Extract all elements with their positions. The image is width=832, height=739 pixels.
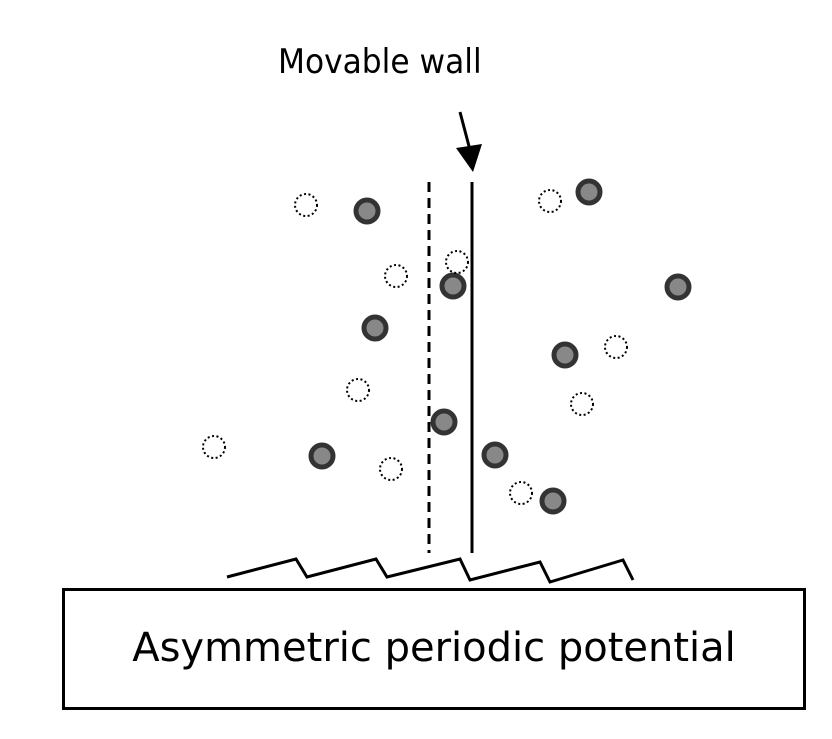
potential-label: Asymmetric periodic potential	[132, 625, 736, 671]
filled-particle	[361, 314, 389, 342]
hollow-particle	[202, 435, 226, 459]
hollow-particle	[604, 335, 628, 359]
movable-wall-label: Movable wall	[278, 42, 482, 82]
hollow-particle	[445, 250, 469, 274]
potential-box: Asymmetric periodic potential	[62, 588, 806, 710]
hollow-particle	[538, 189, 562, 213]
filled-particle	[353, 197, 381, 225]
hollow-particle	[570, 392, 594, 416]
hollow-particle	[509, 481, 533, 505]
filled-particle	[551, 341, 579, 369]
hollow-particle	[379, 457, 403, 481]
filled-particle	[439, 272, 467, 300]
filled-particle	[481, 441, 509, 469]
hollow-particle	[294, 193, 318, 217]
filled-particle	[539, 487, 567, 515]
arrow-icon	[456, 111, 482, 172]
filled-particle	[575, 178, 603, 206]
sawtooth-potential	[226, 557, 635, 584]
filled-particle	[430, 408, 458, 436]
filled-particle	[664, 273, 692, 301]
hollow-particle	[346, 378, 370, 402]
particles	[202, 178, 692, 515]
hollow-particle	[384, 264, 408, 288]
filled-particle	[308, 442, 336, 470]
